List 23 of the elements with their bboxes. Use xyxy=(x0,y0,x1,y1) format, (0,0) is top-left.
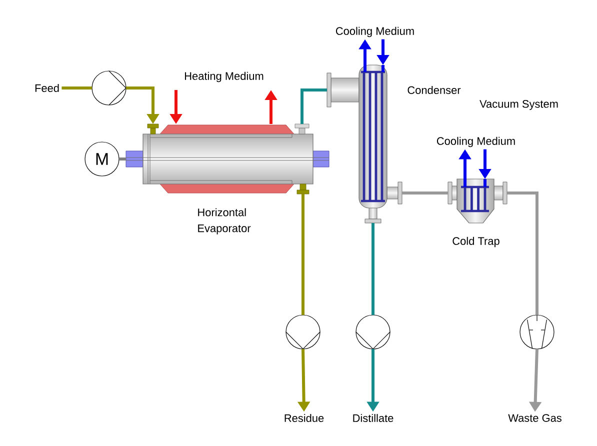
pump-symbol xyxy=(286,314,320,350)
condenser-drawing xyxy=(326,64,402,224)
stream-label: Feed xyxy=(35,84,59,92)
vacuum-pump-symbol xyxy=(520,314,554,350)
stream-label: Cooling Medium xyxy=(336,26,414,38)
equipment-label: Horizontal Evaporator xyxy=(198,208,251,234)
stream-label: Cooling Medium xyxy=(436,136,515,148)
pump-symbol xyxy=(356,314,390,350)
pipe-line xyxy=(300,88,327,124)
annotation: Vacuum System xyxy=(480,100,558,110)
cold-trap-drawing xyxy=(448,178,508,224)
stream-label: Residue xyxy=(284,414,324,422)
equipment-label: Condenser xyxy=(408,86,461,94)
pipe-line xyxy=(62,86,92,90)
pipe-line xyxy=(302,194,304,315)
drive-shaft xyxy=(119,158,126,160)
pipe-line xyxy=(372,223,374,315)
equipment-label: Cold Trap xyxy=(452,236,500,248)
annotation: Heating Medium xyxy=(185,72,264,82)
stream-label: Waste Gas xyxy=(508,414,562,422)
stream-label: Distillate xyxy=(353,414,394,422)
evaporator-drawing xyxy=(126,124,330,194)
pump-symbol xyxy=(92,70,126,106)
